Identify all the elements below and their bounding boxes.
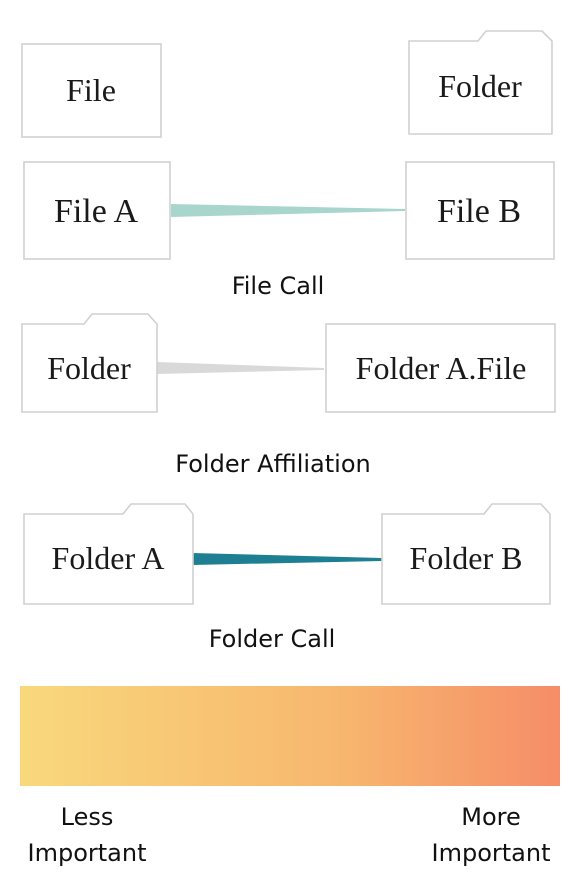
file-b-box xyxy=(405,161,555,260)
file-a-box xyxy=(23,161,171,260)
file-call-caption: File Call xyxy=(232,272,325,300)
folder-affiliation-edge xyxy=(157,362,324,374)
folder-affiliation-folder-label: Folder xyxy=(47,350,131,386)
file-call-edge xyxy=(171,204,405,217)
legend-file-node: File xyxy=(21,43,162,138)
more-important-label-line2: Important xyxy=(432,839,551,867)
legend-folder-label: Folder xyxy=(438,68,522,104)
folder-affiliation-folder-shape xyxy=(21,313,158,413)
legend-folder-shape xyxy=(408,30,553,135)
importance-scale: Less Important More Important xyxy=(20,686,560,867)
legend-file-box xyxy=(21,43,162,138)
less-important-label-line2: Important xyxy=(28,839,147,867)
legend-folder-node: Folder xyxy=(408,30,553,135)
folder-affiliation-file-label: Folder A.File xyxy=(356,350,527,386)
more-important-label-line1: More xyxy=(461,803,521,831)
folder-call-edge xyxy=(192,553,382,565)
importance-gradient-bar xyxy=(20,686,560,786)
folder-call-group: Folder A Folder B Folder Call xyxy=(23,503,551,653)
folder-a-label: Folder A xyxy=(52,540,165,576)
folder-b-shape xyxy=(381,503,551,605)
folder-affiliation-group: Folder Folder A.File Folder Affiliation xyxy=(21,313,556,478)
legend-file-label: File xyxy=(66,72,116,108)
less-important-label-line1: Less xyxy=(61,803,114,831)
file-a-label: File A xyxy=(54,193,139,230)
folder-a-shape xyxy=(23,503,194,605)
file-b-label: File B xyxy=(437,193,521,230)
folder-call-caption: Folder Call xyxy=(209,625,336,653)
folder-b-label: Folder B xyxy=(410,540,523,576)
file-call-group: File A File B File Call xyxy=(23,161,555,300)
folder-affiliation-caption: Folder Affiliation xyxy=(175,450,370,478)
folder-affiliation-file-box xyxy=(325,323,556,413)
